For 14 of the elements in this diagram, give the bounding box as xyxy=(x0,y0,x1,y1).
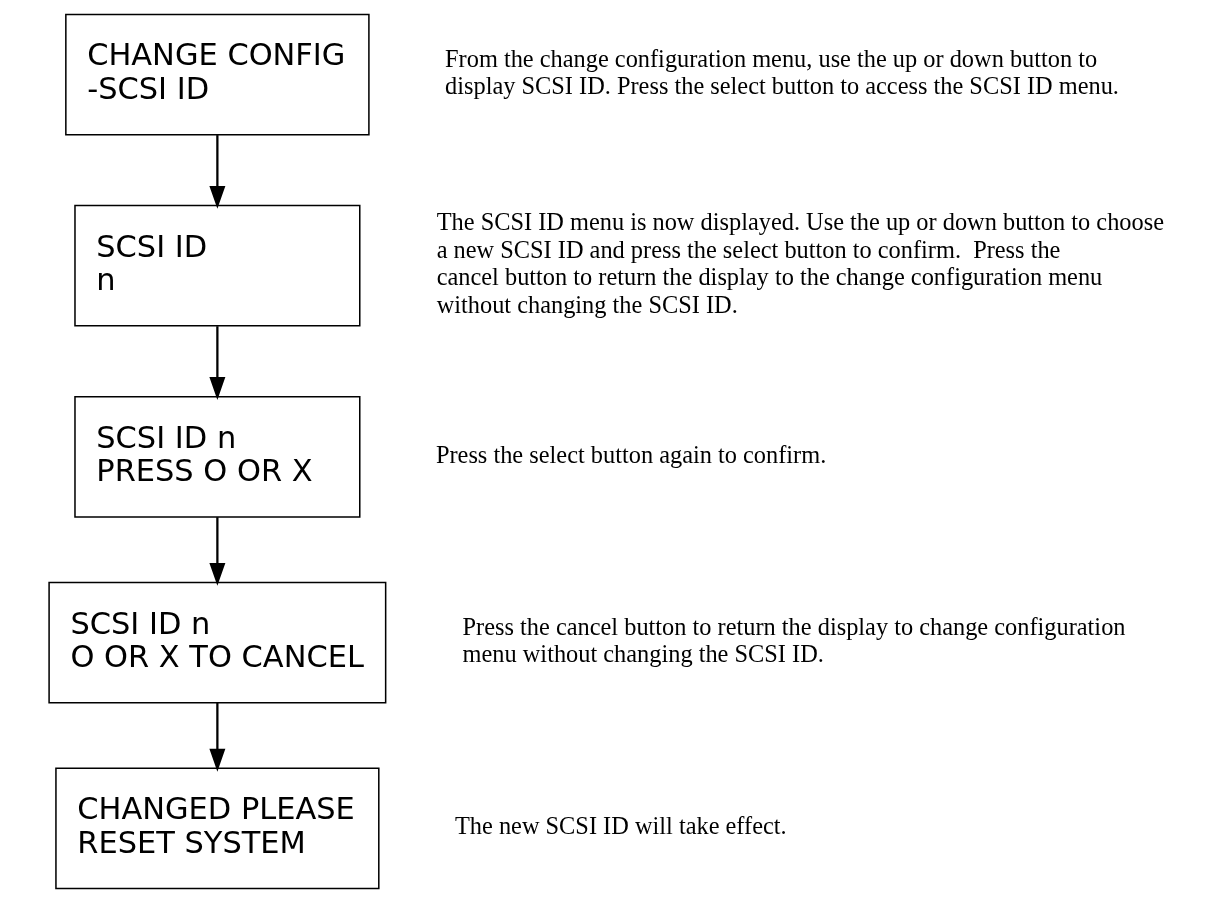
node-box: SCSI ID n PRESS O OR X xyxy=(74,395,361,518)
arrow xyxy=(209,703,226,772)
node-label: The SCSI ID menu is now displayed. Use the up or down button to choose a new SCSI ID and press the select button to confirm. Press the cancel button to return the display to the change configuration menu without changing the SCSI ID. xyxy=(436,208,1164,318)
arrow xyxy=(209,517,226,586)
node-box: CHANGED PLEASE RESET SYSTEM xyxy=(55,767,380,890)
node-box: SCSI ID n O OR X TO CANCEL xyxy=(48,581,387,704)
arrow xyxy=(209,135,226,209)
node-label: From the change configuration menu, use the up or down button to display SCSI ID. Press the select button to access the SCSI ID menu. xyxy=(445,44,1119,100)
node-box: CHANGE CONFIG -SCSI ID xyxy=(65,13,370,136)
node-box: SCSI ID n xyxy=(74,204,361,327)
node-label: The new SCSI ID will take effect. xyxy=(454,812,787,840)
node-label: Press the select button again to confirm. xyxy=(435,440,827,468)
node-label: Press the cancel button to return the display to change configuration menu without changing the SCSI ID. xyxy=(462,612,1126,668)
arrow xyxy=(209,326,226,400)
